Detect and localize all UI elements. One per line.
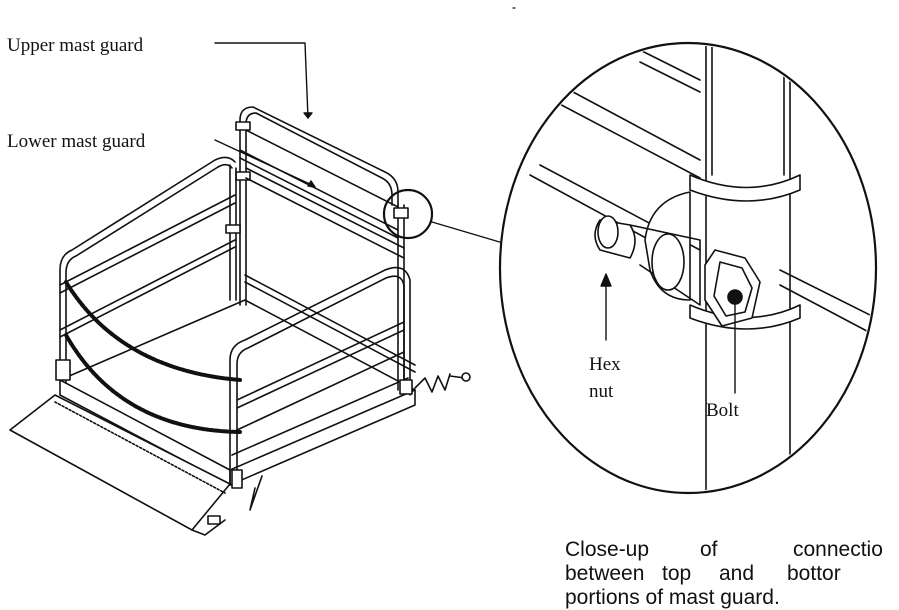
hex-nut-leader — [600, 273, 612, 341]
caption-word: Close-up — [565, 538, 650, 561]
caption-word: top — [662, 562, 692, 585]
label-lower-mast-guard: Lower mast guard — [7, 131, 146, 152]
loading-ramp — [9, 394, 231, 536]
label-hex-nut-line2: nut — [589, 381, 614, 402]
caption-word: of — [700, 538, 718, 561]
caption-word: connectio — [793, 538, 883, 561]
floor-rails — [231, 274, 416, 456]
label-bolt: Bolt — [706, 400, 739, 421]
upper-guard-leader — [214, 42, 313, 119]
detail-connector-line — [431, 221, 504, 244]
caption-word: and — [719, 562, 755, 585]
left-side-rail — [55, 156, 241, 384]
caption-line-3: portions of mast guard. — [565, 586, 780, 609]
closeup-view — [498, 41, 878, 495]
caption-word: bottor — [787, 562, 841, 585]
caption-line-2: between top and bottor — [565, 562, 895, 586]
safety-chains — [64, 280, 242, 434]
spring-latch — [414, 372, 471, 393]
label-upper-mast-guard: Upper mast guard — [7, 35, 144, 56]
detail-callout-circle — [382, 188, 434, 240]
label-hex-nut-line1: Hex — [589, 354, 621, 375]
caption-line-1: Close-up of connectio — [565, 538, 895, 562]
lower-guard-leader — [214, 139, 316, 188]
front-side-rail — [229, 266, 413, 511]
caption-word: between — [565, 562, 645, 585]
